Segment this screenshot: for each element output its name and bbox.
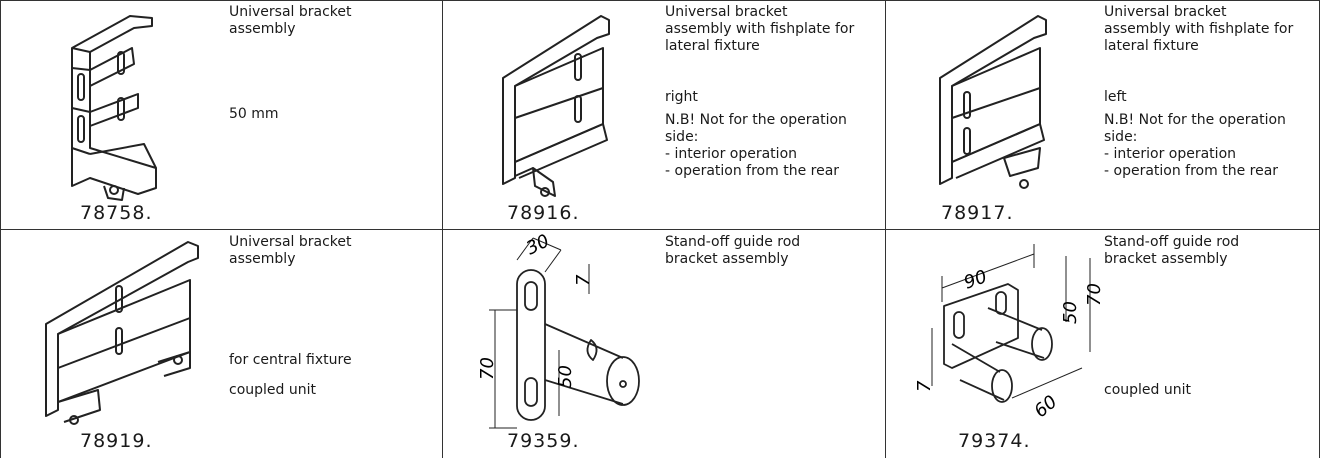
- product-cell[interactable]: 78758. Universal bracket assembly 50 mm: [0, 0, 442, 229]
- dim-pin: 50: [555, 365, 576, 388]
- product-code: 78919.: [80, 430, 153, 452]
- bracket-drawing: [71, 15, 157, 201]
- product-title: Universal bracket assembly with fishplat…: [1104, 4, 1294, 54]
- product-variant: 50 mm: [229, 106, 279, 122]
- product-code: 79359.: [507, 430, 580, 452]
- product-note: coupled unit: [1104, 382, 1191, 398]
- product-code: 78917.: [941, 202, 1014, 224]
- product-title: Universal bracket assembly: [229, 4, 352, 37]
- grid-row-divider: [0, 229, 1320, 230]
- product-description: Stand-off guide rod bracket assembly: [665, 234, 865, 268]
- bracket-right-drawing: [502, 15, 610, 197]
- product-variant: right: [665, 89, 698, 105]
- standoff-drawing: 30 70 50 7: [477, 232, 640, 429]
- dim-slot: 7: [914, 380, 935, 392]
- grid-border-left: [0, 0, 1, 458]
- grid-col-divider-1: [442, 0, 443, 458]
- product-description: Universal bracket assembly with fishplat…: [665, 4, 881, 180]
- product-cell[interactable]: 90 70 50 60 7 79374. Stand-off guide rod…: [886, 230, 1319, 458]
- dim-height: 70: [477, 357, 498, 380]
- product-description: Stand-off guide rod bracket assembly cou…: [1104, 234, 1304, 399]
- product-title: Universal bracket assembly with fishplat…: [665, 4, 855, 54]
- product-cell[interactable]: 78919. Universal bracket assembly for ce…: [0, 230, 442, 458]
- grid-col-divider-2: [885, 0, 886, 458]
- product-cell[interactable]: 30 70 50 7 79359. Stand-off guide rod br…: [443, 230, 885, 458]
- dim-slot: 7: [573, 274, 594, 286]
- product-code: 78916.: [507, 202, 580, 224]
- product-title: Universal bracket assembly: [229, 234, 352, 267]
- product-variant: for central fixture: [229, 352, 352, 368]
- product-title: Stand-off guide rod bracket assembly: [1104, 234, 1240, 267]
- dim-width: 30: [523, 232, 553, 259]
- dim-width: 90: [961, 266, 990, 294]
- bracket-central-drawing: [45, 241, 199, 425]
- product-cell[interactable]: 78917. Universal bracket assembly with f…: [886, 0, 1319, 229]
- product-cell[interactable]: 78916. Universal bracket assembly with f…: [443, 0, 885, 229]
- dim-depth: 60: [1030, 391, 1061, 422]
- grid-border-top: [0, 0, 1320, 1]
- product-note: coupled unit: [229, 382, 316, 398]
- product-title: Stand-off guide rod bracket assembly: [665, 234, 801, 267]
- product-code: 79374.: [958, 430, 1031, 452]
- product-note: N.B! Not for the operation side: - inter…: [1104, 112, 1286, 179]
- product-description: Universal bracket assembly with fishplat…: [1104, 4, 1318, 180]
- product-code: 78758.: [80, 202, 153, 224]
- product-description: Universal bracket assembly 50 mm: [229, 4, 429, 123]
- dim-height: 70: [1084, 283, 1105, 306]
- product-variant: left: [1104, 89, 1127, 105]
- product-note: N.B! Not for the operation side: - inter…: [665, 112, 847, 179]
- product-description: Universal bracket assembly for central f…: [229, 234, 429, 399]
- dim-pin: 50: [1060, 301, 1081, 324]
- bracket-left-drawing: [939, 15, 1047, 189]
- standoff-coupled-drawing: 90 70 50 60 7: [914, 244, 1105, 422]
